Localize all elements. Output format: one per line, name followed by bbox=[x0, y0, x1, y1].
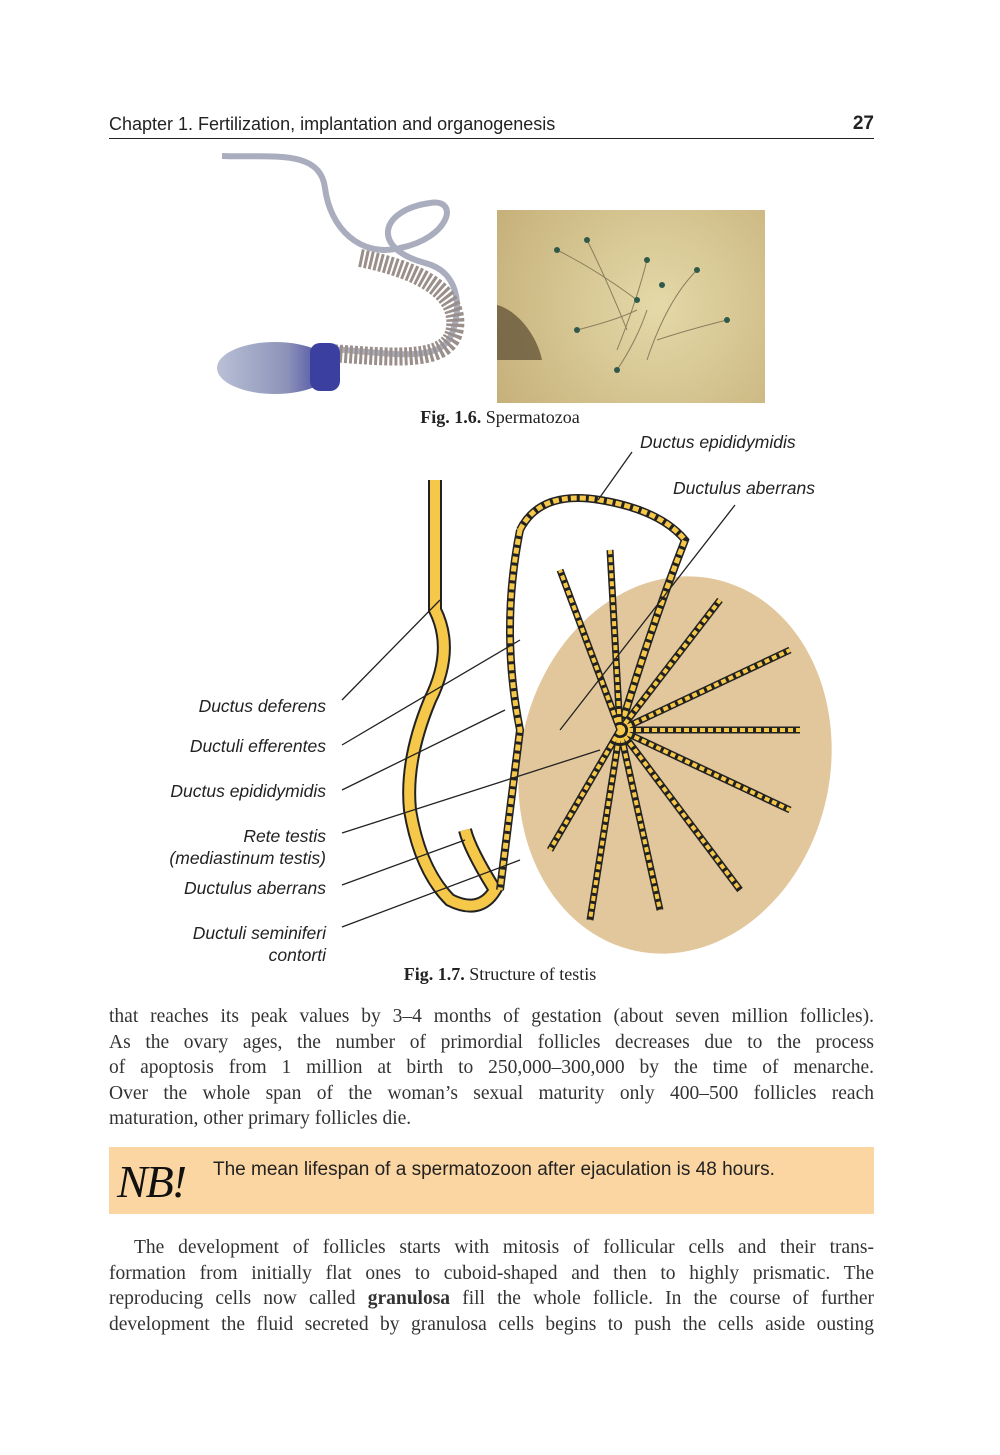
label-mediastinum-testis: (mediastinum testis) bbox=[169, 848, 326, 868]
nb-callout: NB! The mean lifespan of a spermatozoon … bbox=[109, 1147, 874, 1214]
testis-diagram bbox=[341, 451, 832, 954]
figure-1-6-caption: Fig. 1.6. Spermatozoa bbox=[0, 407, 1000, 428]
label-ductulus-aberrans-top: Ductulus aberrans bbox=[673, 478, 816, 498]
sperm-micrograph bbox=[497, 210, 765, 403]
figure-label: Fig. 1.7. bbox=[403, 964, 465, 984]
chapter-title: Chapter 1. Fertilization, implantation a… bbox=[109, 114, 556, 134]
body-line: maturation, other primary follicles die. bbox=[109, 1108, 412, 1129]
body-line: formation from initially flat ones to cu… bbox=[109, 1263, 874, 1284]
body-line: that reaches its peak values by 3–4 mont… bbox=[109, 1006, 874, 1027]
label-rete-testis: Rete testis bbox=[243, 826, 326, 846]
sperm-illustration bbox=[217, 153, 465, 394]
nb-text: The mean lifespan of a spermatozoon afte… bbox=[213, 1159, 775, 1180]
figure-caption-text: Structure of testis bbox=[469, 964, 597, 984]
label-ductulus-aberrans: Ductulus aberrans bbox=[183, 878, 326, 898]
label-ductus-deferens: Ductus deferens bbox=[198, 696, 326, 716]
body-line: As the ovary ages, the number of primord… bbox=[109, 1032, 874, 1053]
figure-caption-text: Spermatozoa bbox=[485, 407, 580, 427]
body-line: The development of follicles starts with… bbox=[134, 1237, 874, 1258]
label-ductus-epididymidis: Ductus epididymidis bbox=[170, 781, 326, 801]
term-granulosa: granulosa bbox=[367, 1288, 451, 1309]
text-span: fill the whole follicle. In the course o… bbox=[450, 1288, 874, 1309]
body-line: development the fluid secreted by granul… bbox=[109, 1314, 874, 1335]
page-number: 27 bbox=[852, 113, 874, 134]
body-line: of apoptosis from 1 million at birth to … bbox=[109, 1057, 874, 1078]
figure-1-7-caption: Fig. 1.7. Structure of testis bbox=[0, 964, 1000, 985]
label-ductus-epididymidis-top: Ductus epididymidis bbox=[640, 432, 796, 452]
label-contorti: contorti bbox=[268, 945, 326, 965]
text-span: reproducing cells now called bbox=[109, 1288, 368, 1309]
label-ductuli-efferentes: Ductuli efferentes bbox=[189, 736, 326, 756]
page-header: Chapter 1. Fertilization, implantation a… bbox=[109, 112, 874, 139]
body-line: reproducing cells now called granulosa f… bbox=[109, 1286, 874, 1312]
label-ductuli-seminiferi: Ductuli seminiferi bbox=[192, 923, 326, 943]
nb-mark: NB! bbox=[117, 1156, 187, 1207]
figure-label: Fig. 1.6. bbox=[420, 407, 482, 427]
body-line: Over the whole span of the woman’s sexua… bbox=[109, 1083, 874, 1104]
